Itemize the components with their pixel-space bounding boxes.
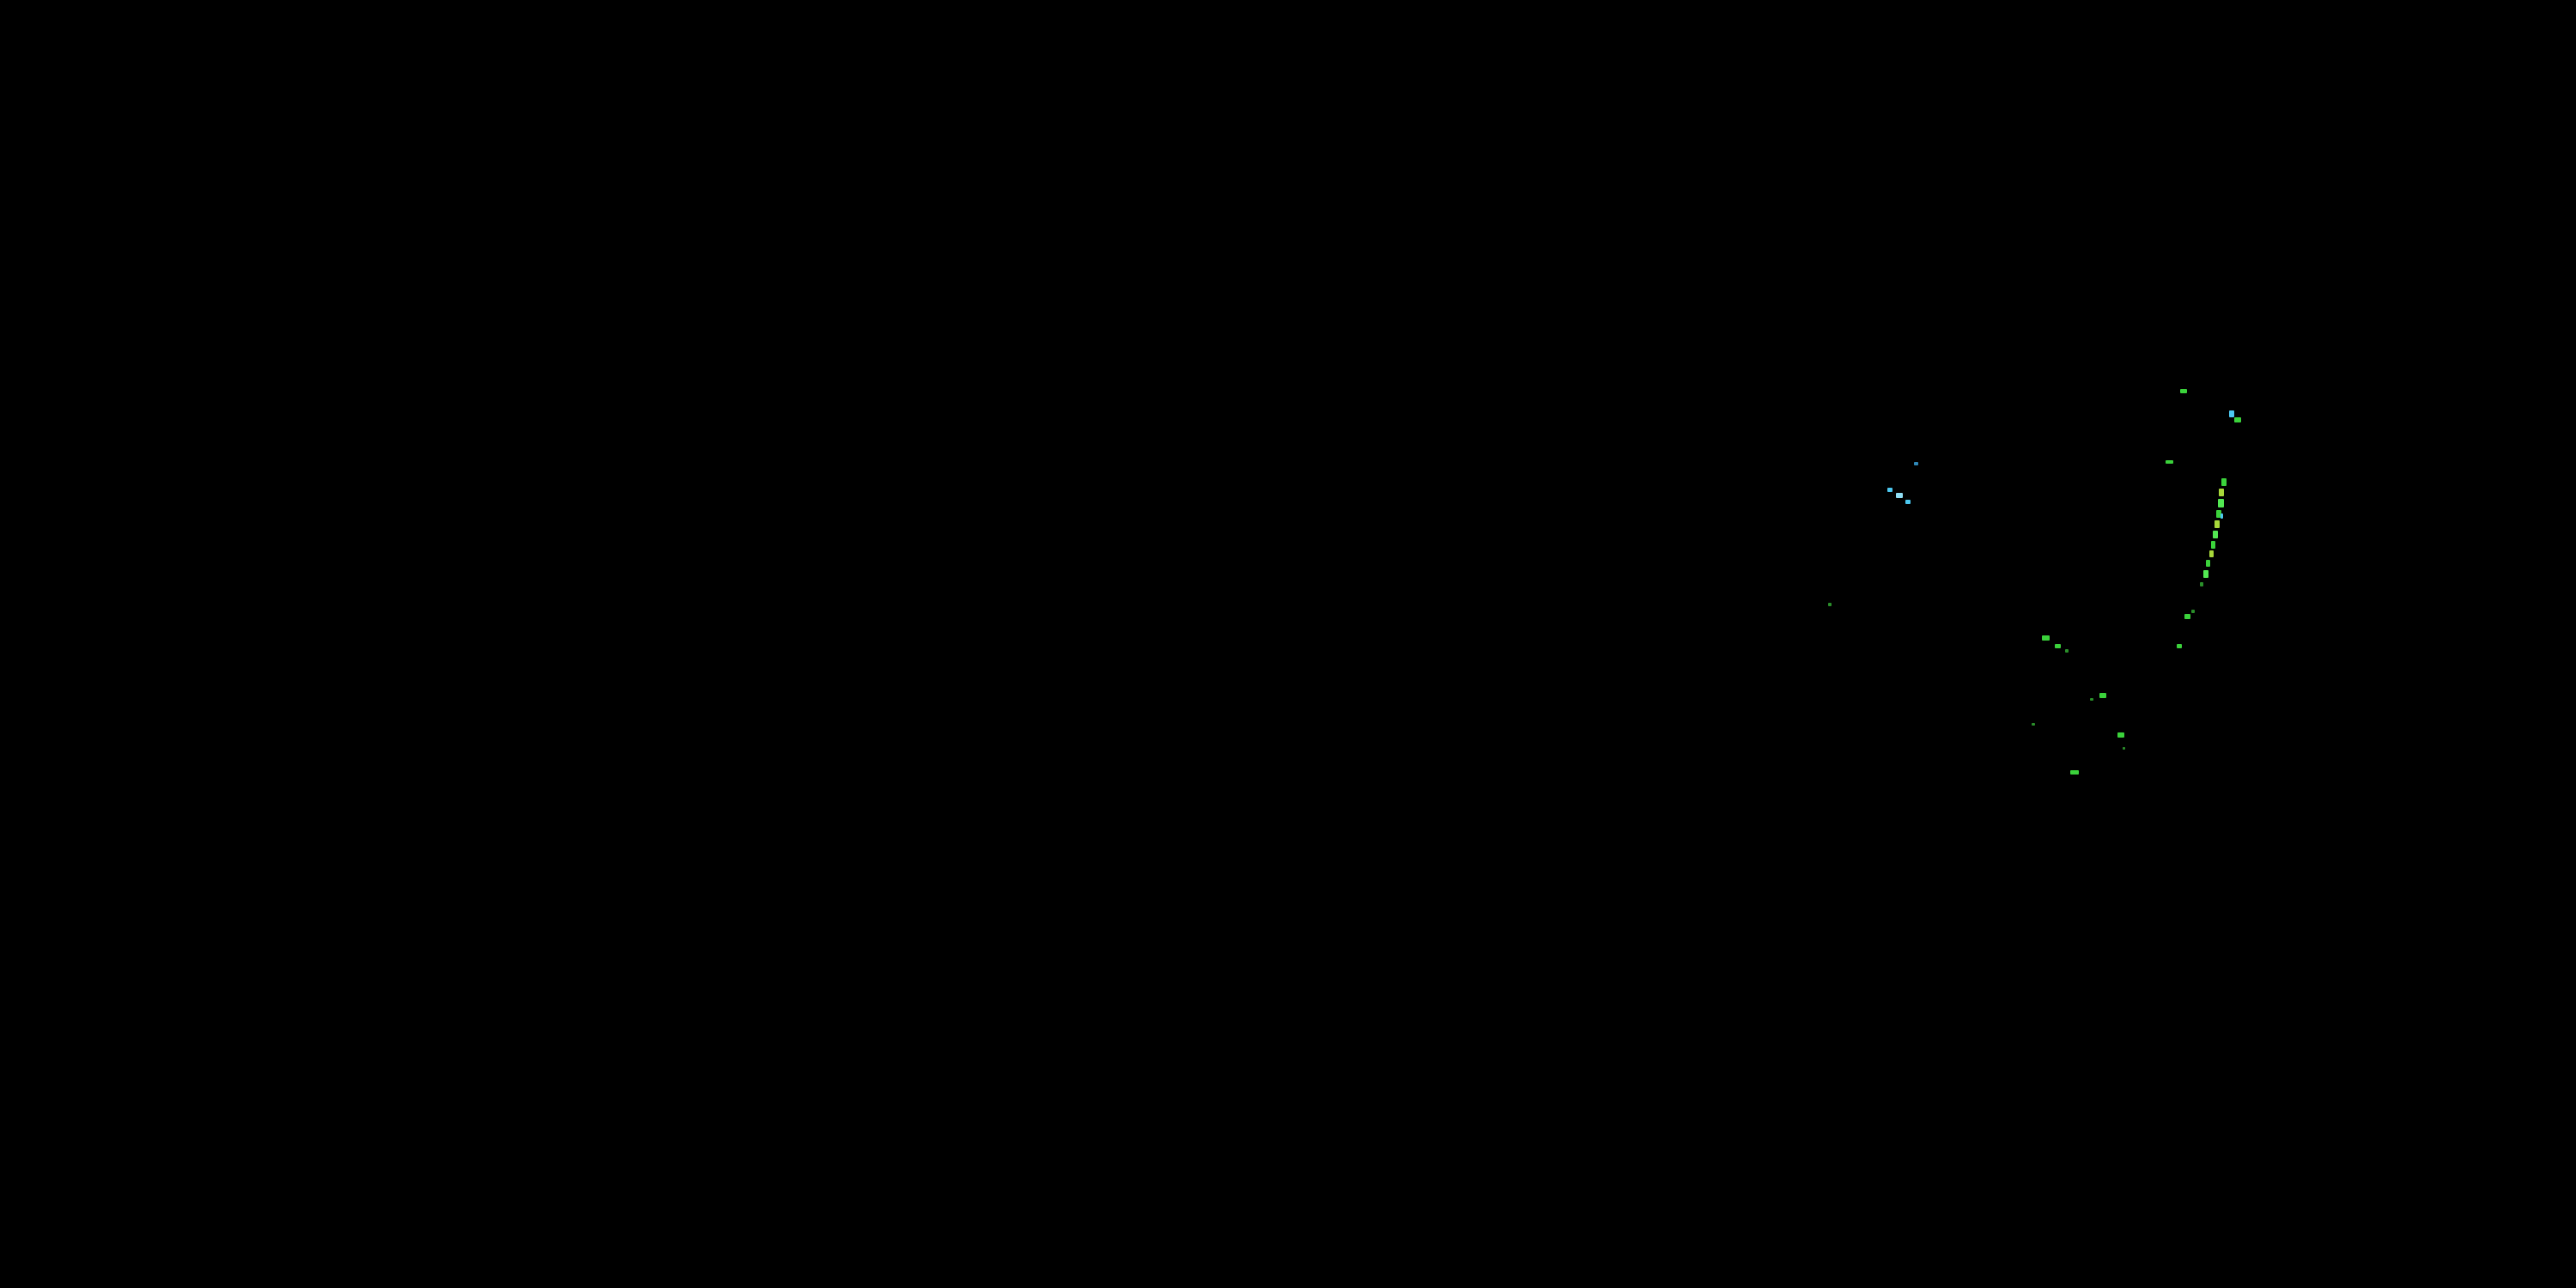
- radar-echo: [1905, 500, 1911, 504]
- radar-echo: [2184, 614, 2190, 619]
- radar-echo: [2090, 698, 2093, 701]
- radar-echo: [2206, 560, 2210, 567]
- radar-echo: [2215, 520, 2220, 528]
- radar-echo: [1914, 462, 1918, 465]
- radar-echo: [2123, 747, 2125, 750]
- radar-echo: [2213, 531, 2218, 538]
- radar-echo: [2203, 570, 2208, 578]
- radar-echo: [2032, 723, 2035, 726]
- radar-echo: [2055, 644, 2061, 648]
- radar-echo: [2219, 489, 2224, 496]
- radar-echo: [1887, 488, 1893, 492]
- radar-echo: [2166, 460, 2173, 464]
- radar-echo: [2229, 410, 2234, 417]
- radar-echo: [1828, 603, 1832, 606]
- radar-echo: [2200, 582, 2203, 586]
- radar-echo: [2221, 478, 2227, 486]
- radar-echo: [2191, 610, 2195, 613]
- radar-echo: [1896, 493, 1903, 498]
- radar-echo: [2070, 770, 2079, 775]
- radar-echo: [2216, 510, 2221, 518]
- radar-echo: [2234, 417, 2241, 422]
- radar-echo: [2211, 541, 2215, 549]
- radar-echo: [2221, 513, 2223, 519]
- radar-echo: [2099, 693, 2106, 698]
- radar-echo: [2218, 499, 2224, 507]
- radar-echo: [2065, 649, 2069, 653]
- radar-echo: [2180, 389, 2187, 393]
- radar-echo: [2117, 732, 2124, 738]
- radar-echo: [2042, 635, 2050, 641]
- radar-echo: [2209, 550, 2214, 557]
- radar-echo: [2177, 644, 2182, 648]
